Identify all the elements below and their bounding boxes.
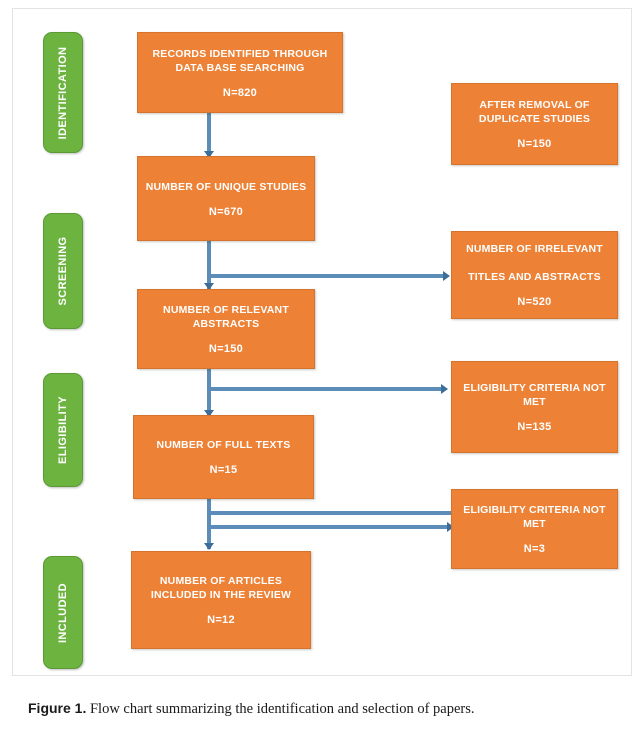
node-records-identified[interactable]: RECORDS IDENTIFIED THROUGH DATA BASE SEA… — [137, 32, 343, 113]
stage-label-screening: SCREENING — [43, 213, 83, 329]
node-irrelevant-titles[interactable]: NUMBER OF IRRELEVANT TITLES AND ABSTRACT… — [451, 231, 618, 319]
stage-label-included-text: INCLUDED — [57, 582, 69, 643]
node-unique-studies[interactable]: NUMBER OF UNIQUE STUDIES N=670 — [137, 156, 315, 241]
arrowhead-relevant-to-elig1-icon — [441, 384, 448, 394]
node-elig2-count: N=3 — [523, 543, 546, 555]
figure-container: IDENTIFICATION SCREENING ELIGIBILITY INC… — [12, 8, 632, 676]
node-included-line2: INCLUDED IN THE REVIEW — [150, 589, 292, 601]
node-unique-count: N=670 — [208, 205, 244, 218]
node-records-line1: RECORDS IDENTIFIED THROUGH — [152, 47, 328, 60]
node-relevant-line1: NUMBER OF RELEVANT — [163, 304, 289, 316]
figure-caption-text: Flow chart summarizing the identificatio… — [86, 701, 475, 717]
node-duplicates-line1: AFTER REMOVAL OF — [479, 99, 590, 111]
node-full-texts[interactable]: NUMBER OF FULL TEXTS N=15 — [133, 415, 314, 499]
figure-caption: Figure 1. Flow chart summarizing the ide… — [28, 700, 628, 718]
node-relevant-abstracts[interactable]: NUMBER OF RELEVANT ABSTRACTS N=150 — [137, 289, 315, 369]
figure-caption-label: Figure 1. — [28, 700, 87, 716]
connector-relevant-to-irrelevant — [207, 274, 447, 278]
node-irrelevant-count: N=520 — [517, 296, 552, 308]
node-irrelevant-line2: TITLES AND ABSTRACTS — [468, 271, 601, 283]
node-records-count: N=820 — [222, 86, 258, 99]
node-elig2-line2: MET — [523, 518, 546, 530]
node-articles-included[interactable]: NUMBER OF ARTICLES INCLUDED IN THE REVIE… — [131, 551, 311, 649]
node-duplicates-line2: DUPLICATE STUDIES — [478, 113, 591, 125]
stage-label-eligibility-text: ELIGIBILITY — [57, 396, 69, 464]
node-eligibility-not-met-2[interactable]: ELIGIBILITY CRITERIA NOT MET N=3 — [451, 489, 618, 569]
connector-fulltexts-to-elig2-lower — [209, 525, 451, 529]
node-included-line1: NUMBER OF ARTICLES — [159, 575, 283, 587]
stage-label-included: INCLUDED — [43, 556, 83, 669]
arrowhead-records-to-unique-icon — [204, 151, 214, 158]
node-elig1-count: N=135 — [517, 421, 552, 433]
stage-label-identification-text: IDENTIFICATION — [57, 46, 69, 139]
node-unique-line1: NUMBER OF UNIQUE STUDIES — [145, 180, 307, 193]
connector-unique-to-relevant — [207, 241, 211, 289]
node-irrelevant-line1: NUMBER OF IRRELEVANT — [466, 243, 603, 255]
connector-fulltexts-trunk — [207, 499, 211, 549]
node-elig1-line1: ELIGIBILITY CRITERIA NOT — [463, 382, 606, 394]
node-fulltexts-line1: NUMBER OF FULL TEXTS — [156, 439, 291, 451]
stage-label-screening-text: SCREENING — [57, 236, 69, 306]
node-duplicates-count: N=150 — [517, 138, 552, 150]
stage-label-eligibility: ELIGIBILITY — [43, 373, 83, 487]
node-included-count: N=12 — [207, 614, 235, 626]
arrowhead-fulltexts-to-included-icon — [204, 543, 214, 550]
node-fulltexts-count: N=15 — [209, 464, 238, 476]
node-eligibility-not-met-1[interactable]: ELIGIBILITY CRITERIA NOT MET N=135 — [451, 361, 618, 453]
connector-fulltexts-to-elig2-upper — [209, 511, 451, 515]
arrowhead-fulltexts-to-elig2-icon — [447, 522, 454, 532]
connector-relevant-to-elig1 — [207, 387, 445, 391]
arrowhead-unique-to-relevant-icon — [204, 283, 214, 290]
node-elig1-line2: MET — [523, 396, 546, 408]
connector-records-to-unique — [207, 113, 211, 156]
node-relevant-line2: ABSTRACTS — [192, 318, 260, 330]
node-records-line2: DATA BASE SEARCHING — [175, 61, 305, 74]
stage-label-identification: IDENTIFICATION — [43, 32, 83, 153]
arrowhead-relevant-to-irrelevant-icon — [443, 271, 450, 281]
node-relevant-count: N=150 — [208, 343, 244, 355]
arrowhead-relevant-to-fulltexts-icon — [204, 410, 214, 417]
node-duplicates-removed[interactable]: AFTER REMOVAL OF DUPLICATE STUDIES N=150 — [451, 83, 618, 165]
connector-relevant-trunk — [207, 369, 211, 417]
node-elig2-line1: ELIGIBILITY CRITERIA NOT — [463, 504, 606, 516]
